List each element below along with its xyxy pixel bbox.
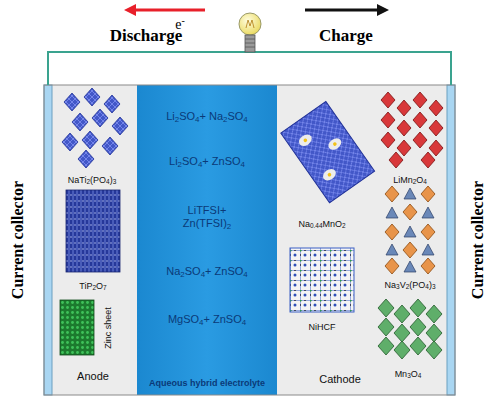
text-holder: Li2SO4+ ZnSO4	[169, 151, 245, 169]
text-holder: Charge	[319, 26, 373, 46]
current-collector: Current collector	[44, 85, 52, 395]
text-holder: TiP2O7	[79, 275, 106, 293]
electrolyte-label: Na2SO4+ ZnSO4	[166, 265, 247, 278]
material-label: NiHCF	[309, 322, 336, 332]
text-holder: Na0.44MnO2	[298, 213, 345, 231]
anode-panel: NaTi2(PO4)3TiP2O7Zinc sheetAnode	[52, 85, 137, 395]
electrolyte-label: Li2SO4+ ZnSO4	[169, 155, 245, 168]
material-label: TiP2O7	[79, 281, 106, 291]
text-holder: Anode	[77, 366, 109, 384]
text-holder: LiTFSI+ Zn(TFSI)2	[175, 204, 239, 231]
text-holder: Aqueous hybrid electrolyte	[149, 372, 265, 390]
text-holder: Current collector	[9, 181, 27, 299]
electrolyte-panel: Li2SO4+ Na2SO4Li2SO4+ ZnSO4LiTFSI+ Zn(TF…	[137, 85, 277, 395]
text-holder: Li2SO4+ Na2SO4	[166, 106, 248, 124]
text-holder: LiMn2O4	[393, 169, 427, 187]
text-holder: Na2SO4+ ZnSO4	[166, 261, 247, 279]
material-label: NaTi2(PO4)3	[68, 175, 117, 185]
collector-label: Current collector	[469, 181, 487, 299]
text-holder: MgSO4+ ZnSO4	[168, 309, 246, 327]
electrolyte-label: MgSO4+ ZnSO4	[168, 313, 246, 326]
electrolyte-label: Li2SO4+ Na2SO4	[166, 110, 248, 123]
text-holder: Current collector	[469, 181, 487, 299]
current-collector: Current collector	[447, 85, 455, 395]
circuit-wire	[48, 52, 451, 85]
collector-label: Current collector	[9, 181, 27, 299]
material-label: Na0.44MnO2	[298, 219, 345, 229]
text-holder: NaTi2(PO4)3	[68, 169, 117, 187]
material-label: Na3V2(PO4)3	[385, 280, 436, 290]
text-holder: NiHCF	[309, 316, 336, 334]
material-label: Zinc sheet	[103, 307, 113, 349]
text-holder: Na3V2(PO4)3	[385, 274, 436, 292]
text-holder: Cathode	[319, 369, 361, 387]
text-holder: Zinc sheet	[97, 307, 115, 349]
discharge-label: Discharge	[110, 26, 183, 46]
electrolyte-caption: Aqueous hybrid electrolyte	[149, 378, 265, 388]
cathode-panel: Na0.44MnO2 LiMn2O4Na3V2(PO4)3NiHCF Mn3O4 Ca…	[277, 85, 447, 395]
material-label: Mn3O4	[395, 369, 422, 379]
material-label: LiMn2O4	[393, 175, 427, 185]
electrode-label: Anode	[77, 370, 109, 383]
text-holder: Discharge	[110, 26, 183, 46]
charge-label: Charge	[319, 26, 373, 46]
electrode-label: Cathode	[319, 373, 361, 386]
text-holder: Mn3O4	[395, 363, 422, 381]
electrolyte-label: LiTFSI+ Zn(TFSI)2	[175, 204, 239, 229]
